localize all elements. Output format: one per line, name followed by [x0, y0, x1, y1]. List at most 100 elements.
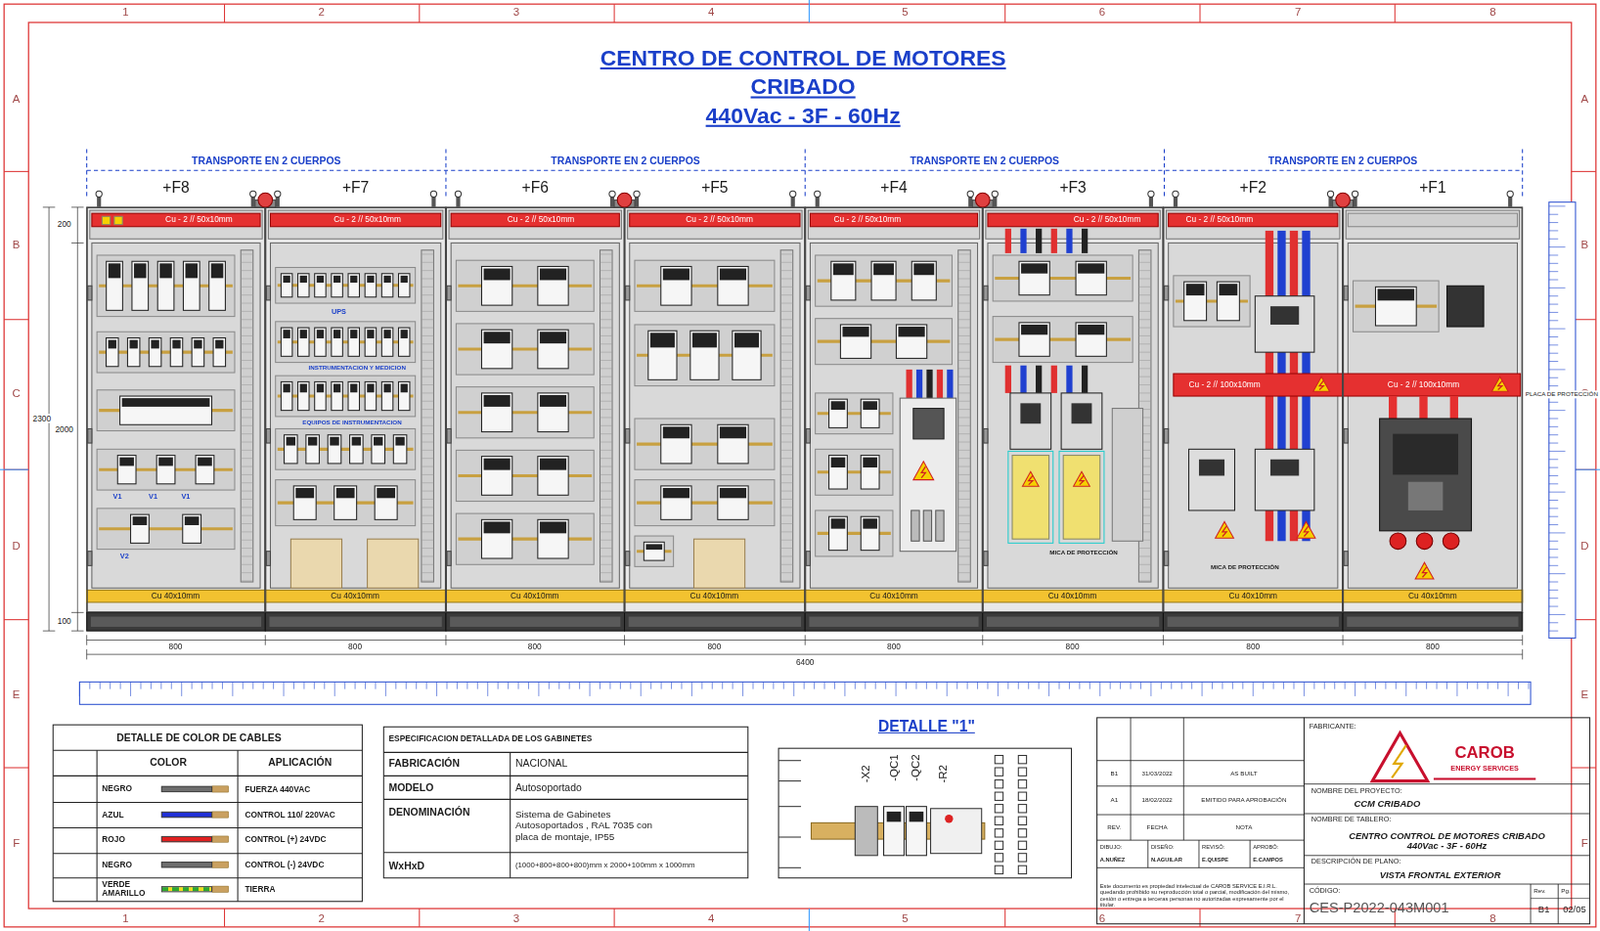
mounting-plate — [455, 323, 594, 375]
ruler-tick — [222, 681, 223, 689]
cable-duct — [958, 523, 972, 525]
drawing-label: V2 — [120, 552, 130, 561]
device-module — [481, 519, 512, 559]
breaker — [1189, 448, 1236, 511]
drawing-label: CCM CRIBADO — [1354, 798, 1422, 809]
mounting-plate — [1168, 242, 1338, 588]
cable-duct — [421, 392, 435, 394]
drawing-label: MICA DE PROTECCIÓN — [1210, 564, 1280, 572]
device-module — [373, 437, 383, 446]
ruler-tick — [537, 681, 539, 697]
cable-duct — [421, 376, 435, 378]
device-module — [211, 263, 224, 278]
drawing-line — [1249, 840, 1251, 868]
mounting-plate — [275, 321, 416, 363]
drawing-label: D — [1580, 539, 1589, 553]
detail-frame — [778, 748, 1071, 879]
device-module — [182, 261, 200, 311]
transformer — [290, 538, 342, 588]
plinth — [628, 617, 801, 627]
cable-duct — [958, 482, 972, 484]
busbar — [450, 213, 620, 227]
cable-duct — [958, 318, 972, 320]
device-module — [829, 516, 848, 550]
hinge — [983, 428, 988, 444]
dimension-line — [1521, 148, 1523, 196]
cable-duct — [240, 490, 254, 492]
device-module — [182, 514, 202, 543]
drawing-label: 2000 — [53, 425, 75, 436]
reserve-marker — [114, 216, 123, 224]
busbar — [1035, 365, 1042, 394]
device-module — [215, 340, 223, 350]
drawing-label: E — [1581, 687, 1590, 701]
ruler-tick — [803, 681, 805, 689]
cable-duct — [958, 547, 972, 549]
cable-duct — [780, 482, 794, 484]
table-line — [383, 752, 748, 754]
hinge — [805, 428, 810, 444]
terminal-symbol — [994, 865, 1003, 874]
busbar — [1066, 228, 1072, 254]
device-module — [398, 327, 409, 356]
drawing-label: Cu 40x10mm — [869, 591, 919, 602]
ruler-tick — [1549, 524, 1558, 526]
cable-duct — [1138, 392, 1152, 394]
device-module — [331, 327, 343, 356]
hinge — [1163, 428, 1168, 444]
mounting-plate — [815, 255, 953, 307]
device-module — [280, 381, 292, 410]
drawing-label: FABRICACIÓN — [389, 757, 460, 770]
busbar — [1168, 213, 1338, 227]
ruler-tick — [1549, 279, 1558, 281]
drawing-label: Cu - 2 // 50x10mm — [165, 215, 233, 225]
ruler-tick — [1160, 681, 1162, 689]
ruler-tick — [589, 681, 591, 697]
device-module — [209, 261, 226, 311]
lifting-lug — [633, 190, 640, 197]
cabinet-top — [448, 210, 622, 239]
ruler-tick — [1549, 458, 1558, 460]
ruler-tick — [864, 681, 866, 689]
cable-duct — [240, 335, 254, 337]
drawing-label: 100 — [56, 617, 73, 627]
device-module — [193, 340, 202, 350]
din-rail — [817, 532, 891, 535]
cable-duct — [780, 449, 794, 451]
drawing-line — [1183, 717, 1185, 841]
cable-duct — [600, 392, 614, 394]
cable-duct — [421, 367, 435, 369]
device-module — [108, 340, 117, 350]
busbar — [1277, 510, 1286, 541]
lifting-lug — [95, 190, 102, 197]
sheet-frame — [28, 22, 1572, 909]
cable-duct — [1138, 579, 1152, 581]
ruler-tick — [661, 681, 663, 689]
drawing-label: 2 — [317, 912, 324, 926]
cable-duct — [600, 457, 614, 459]
device-module — [860, 516, 880, 550]
lifting-lug — [1351, 190, 1358, 197]
table-line — [1097, 814, 1305, 816]
device-module — [280, 273, 292, 298]
cable-duct — [240, 352, 254, 354]
cable-duct — [780, 303, 794, 305]
ruler-tick — [1549, 556, 1558, 558]
cable-duct — [240, 564, 254, 566]
din-rail — [457, 474, 592, 478]
drawing-label: VISTA FRONTAL EXTERIOR — [1379, 869, 1502, 881]
cable-duct — [780, 277, 794, 279]
legend-text: FUERZA 440VAC — [244, 784, 311, 794]
cable-duct — [240, 425, 254, 427]
table-line — [52, 852, 362, 854]
terminal-strip — [1111, 408, 1143, 542]
drawing-label: Cu 40x10mm — [690, 591, 740, 602]
ruler-tick — [569, 681, 571, 689]
cable-duct — [421, 539, 435, 541]
device-module — [860, 399, 880, 428]
drawing-label: NEGRO — [101, 784, 133, 795]
device-module — [717, 424, 749, 464]
ruler-tick — [1549, 229, 1558, 231]
drawing-label: REV. — [1107, 824, 1121, 832]
